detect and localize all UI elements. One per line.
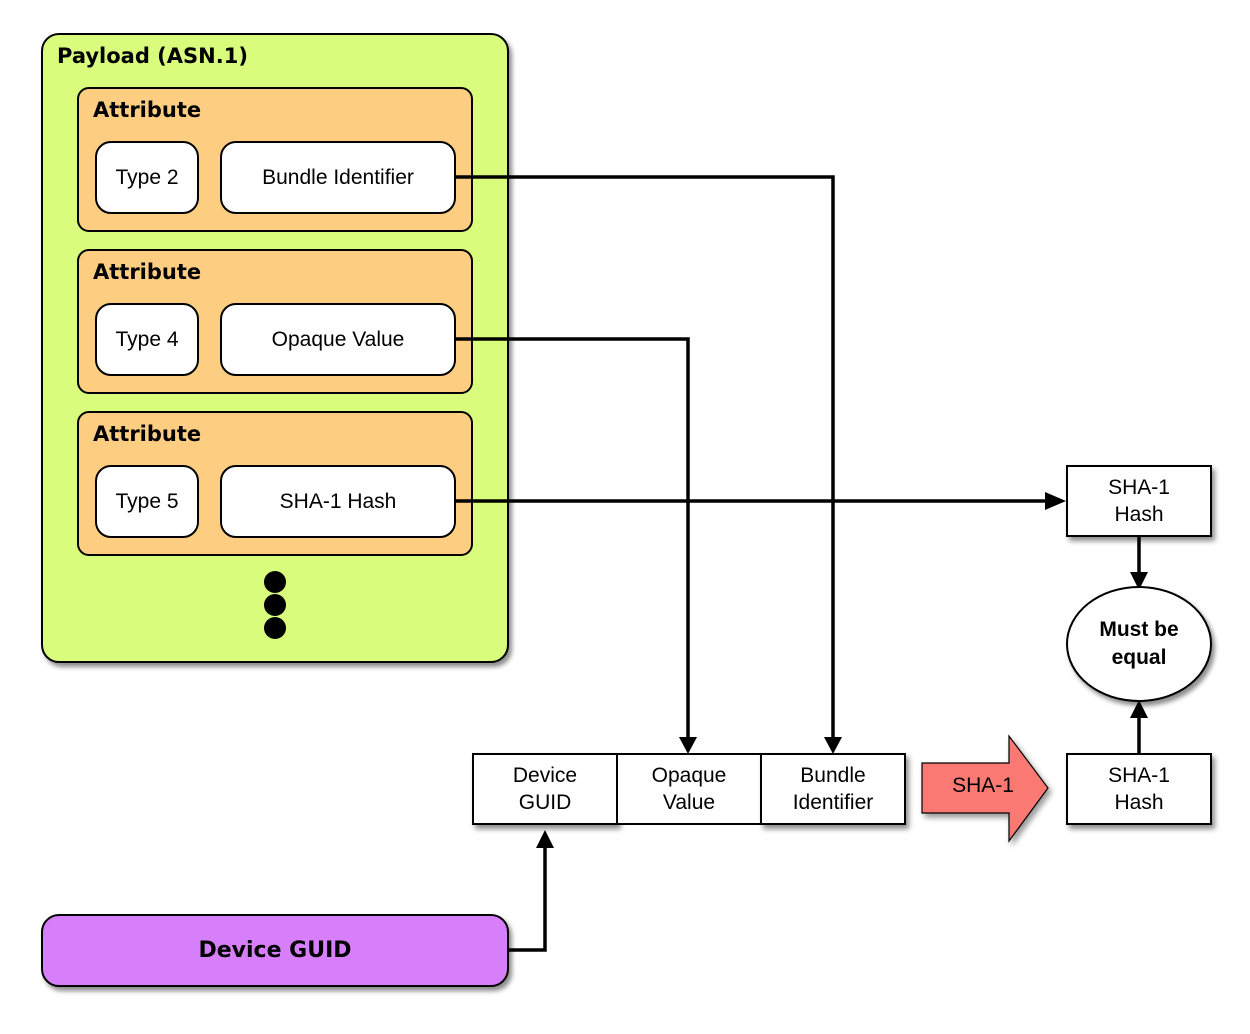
concat-opaque-value: Opaque Value bbox=[616, 753, 762, 825]
arrowhead-bundle-id bbox=[824, 737, 842, 754]
attribute-title: Attribute bbox=[93, 98, 202, 122]
arrowhead-hash-top bbox=[1130, 572, 1148, 590]
sha1-arrow-label: SHA-1 bbox=[952, 774, 1014, 797]
concat-bundle-identifier: Bundle Identifier bbox=[760, 753, 906, 825]
arrowhead-hash-bottom bbox=[1130, 700, 1148, 718]
arrowhead-device-guid bbox=[536, 830, 554, 848]
must-be-equal-ellipse: Must be equal bbox=[1066, 586, 1212, 702]
opaque-value-pill: Opaque Value bbox=[220, 303, 456, 376]
sha1-hash-top-box: SHA-1 Hash bbox=[1066, 465, 1212, 537]
concat-device-guid: Device GUID bbox=[472, 753, 618, 825]
type-2-pill: Type 2 bbox=[95, 141, 199, 214]
ellipsis-dot bbox=[264, 617, 286, 639]
sha1-hash-bottom-box: SHA-1 Hash bbox=[1066, 753, 1212, 825]
bundle-id-connector bbox=[456, 175, 835, 737]
ellipsis-dot bbox=[264, 594, 286, 616]
sha1-big-arrow bbox=[921, 734, 1049, 843]
attribute-title: Attribute bbox=[93, 260, 202, 284]
type-5-pill: Type 5 bbox=[95, 465, 199, 538]
arrowhead-sha1-hash bbox=[1045, 492, 1066, 510]
opaque-value-connector bbox=[456, 337, 690, 737]
ellipsis-dot bbox=[264, 571, 286, 593]
attribute-title: Attribute bbox=[93, 422, 202, 446]
type-4-pill: Type 4 bbox=[95, 303, 199, 376]
device-guid-connector bbox=[509, 848, 547, 952]
device-guid-source: Device GUID bbox=[41, 914, 509, 987]
arrowhead-opaque-value bbox=[679, 737, 697, 754]
sha1-hash-pill: SHA-1 Hash bbox=[220, 465, 456, 538]
payload-title: Payload (ASN.1) bbox=[57, 44, 248, 68]
bundle-identifier-pill: Bundle Identifier bbox=[220, 141, 456, 214]
